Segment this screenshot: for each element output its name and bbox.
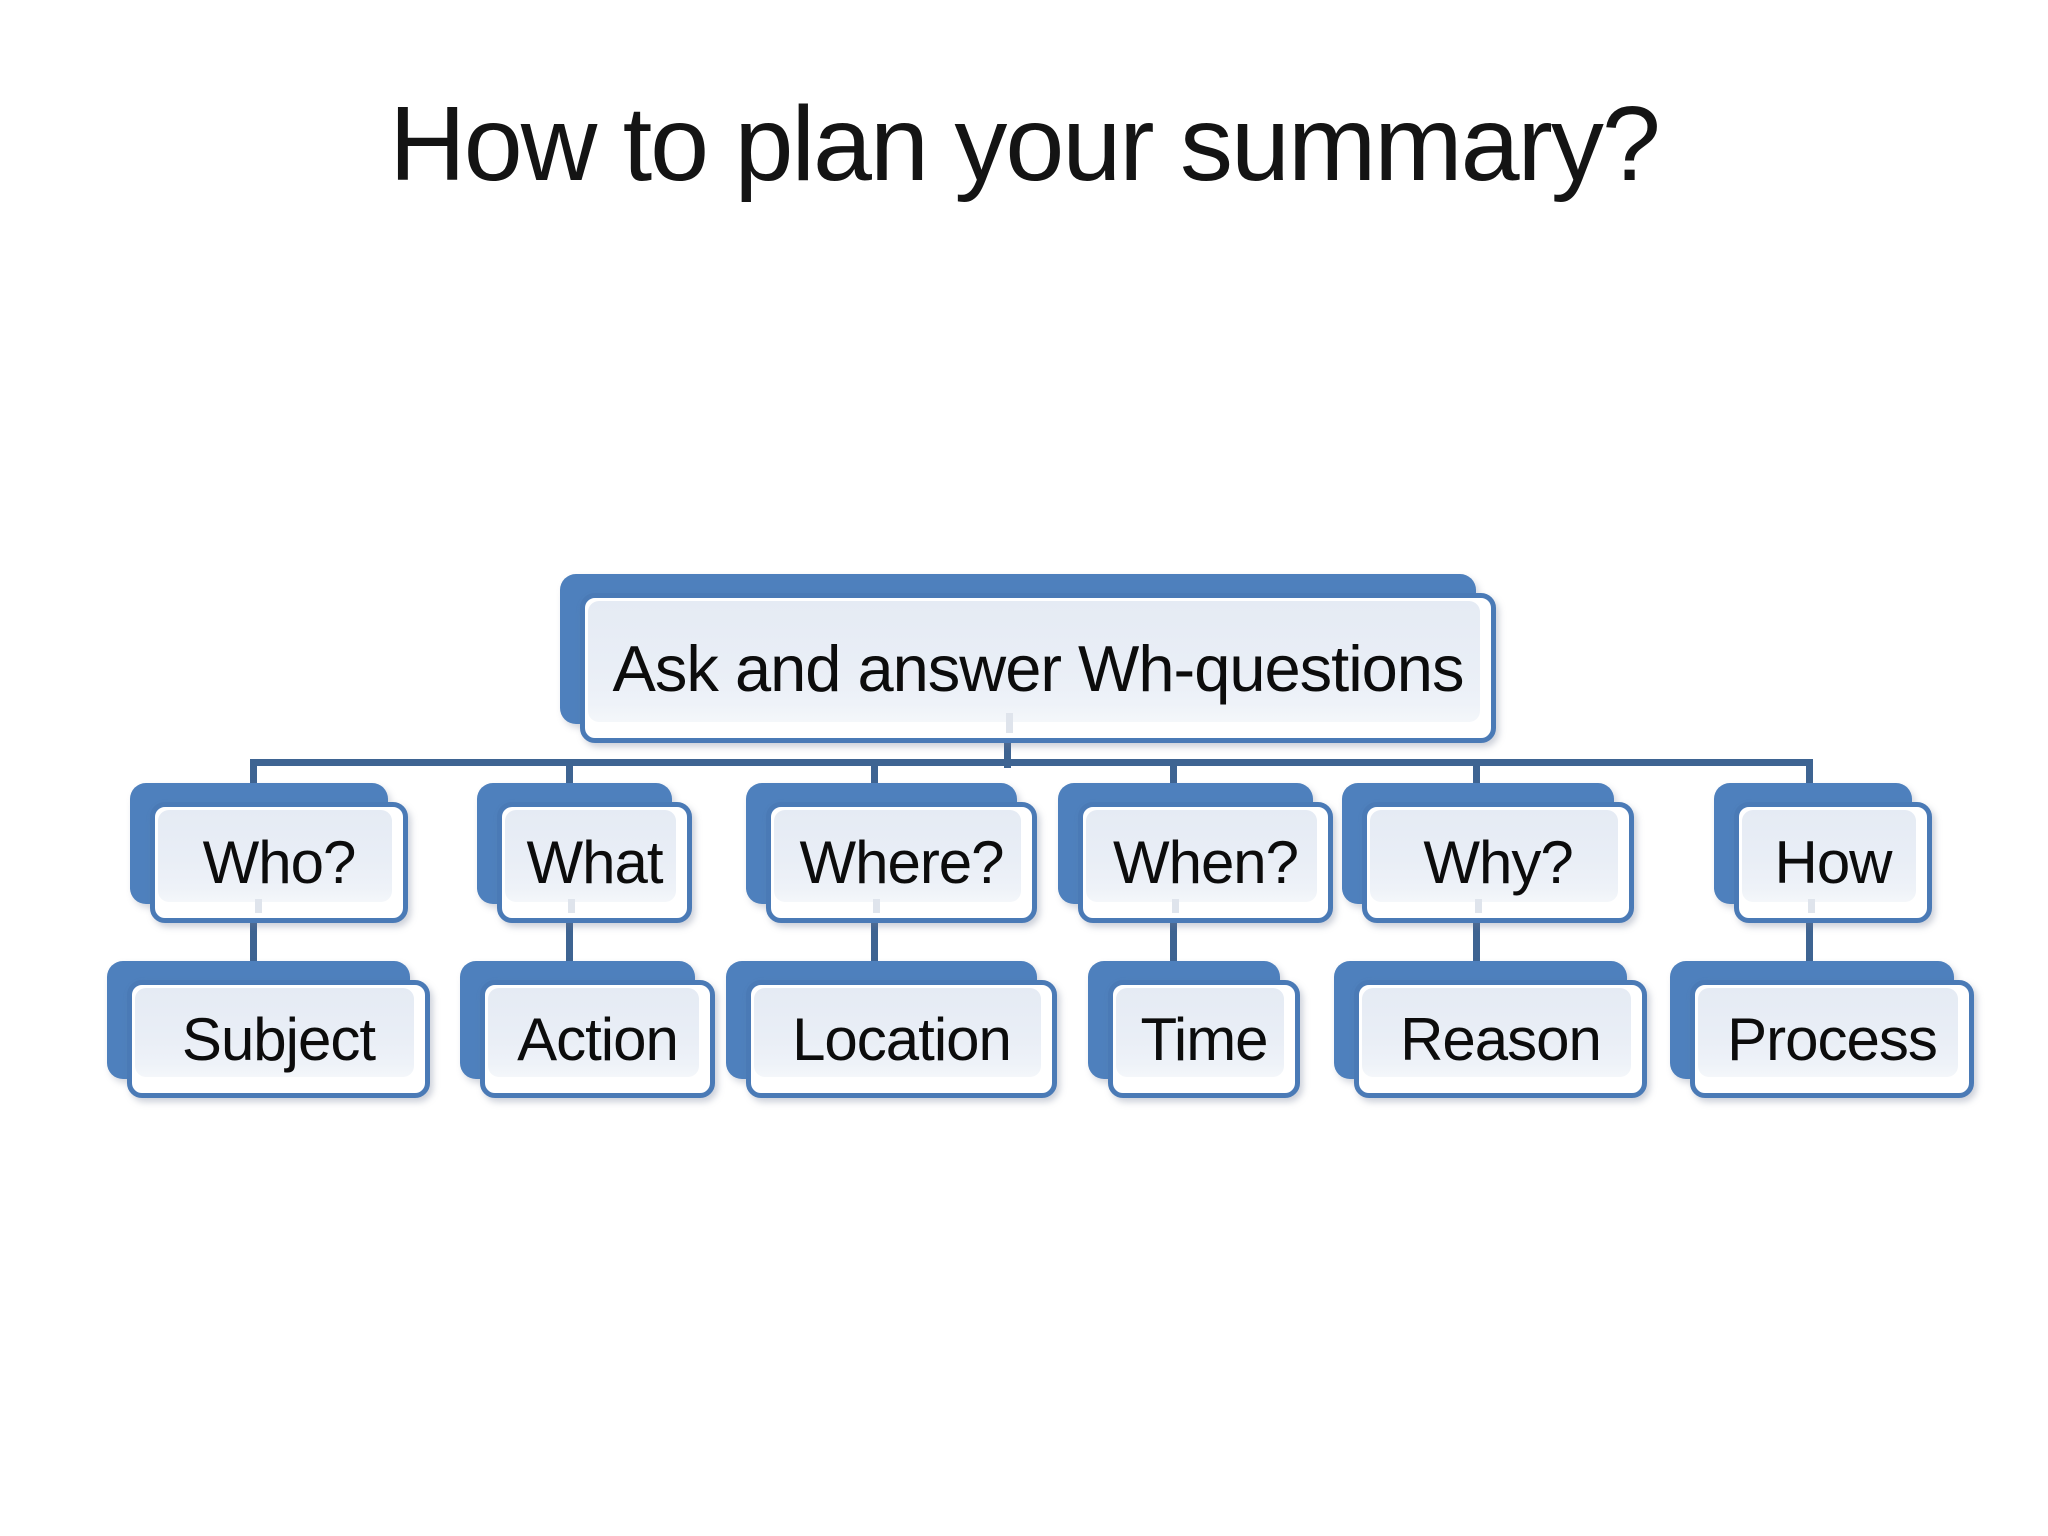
node-how: How [1714, 783, 1932, 923]
slide-title: How to plan your summary? [389, 85, 1661, 203]
node-face: What [497, 802, 692, 923]
node-label: Who? [202, 829, 357, 896]
connector-hint [1006, 713, 1013, 733]
connector-hint [1172, 899, 1179, 913]
node-fill [588, 601, 1480, 722]
node-face: Reason [1354, 980, 1647, 1098]
node-face: Ask and answer Wh-questions [580, 593, 1496, 743]
node-face: Subject [127, 980, 430, 1098]
node-who: Who? [130, 783, 408, 923]
node-root: Ask and answer Wh-questions [560, 574, 1496, 743]
node-label: How [1774, 829, 1892, 896]
node-label: Action [517, 1005, 679, 1073]
node-label: Where? [799, 829, 1004, 896]
connector-line [1170, 916, 1177, 986]
connector-hint [1808, 899, 1815, 913]
node-fill [1370, 810, 1618, 902]
node-label: Subject [181, 1005, 376, 1073]
node-face: Process [1690, 980, 1974, 1098]
node-fill [488, 988, 699, 1077]
connector-hint [1475, 899, 1482, 913]
node-when: When? [1058, 783, 1333, 923]
connector-line [871, 916, 878, 986]
node-fill [1698, 988, 1958, 1077]
node-label: Reason [1400, 1005, 1602, 1073]
node-fill [1742, 810, 1916, 902]
node-fill [754, 988, 1041, 1077]
node-why: Why? [1342, 783, 1634, 923]
node-fill [1116, 988, 1284, 1077]
node-what: What [477, 783, 692, 923]
node-label: Time [1140, 1005, 1268, 1073]
connector-line [1473, 916, 1480, 986]
node-label: Location [792, 1005, 1012, 1073]
node-process: Process [1670, 961, 1974, 1098]
connector-line [1806, 916, 1813, 986]
node-label: Process [1727, 1005, 1938, 1073]
connector-line [250, 759, 1813, 766]
node-fill [1362, 988, 1631, 1077]
connector-line [250, 916, 257, 986]
node-face: Action [480, 980, 715, 1098]
connector-hint [873, 899, 880, 913]
node-location: Location [726, 961, 1057, 1098]
node-action: Action [460, 961, 715, 1098]
connector-line [1004, 740, 1011, 768]
node-face: When? [1078, 802, 1333, 923]
node-fill [774, 810, 1021, 902]
node-label: Why? [1423, 829, 1573, 896]
node-where: Where? [746, 783, 1037, 923]
node-fill [505, 810, 676, 902]
node-fill [135, 988, 414, 1077]
connector-hint [568, 899, 575, 913]
node-subject: Subject [107, 961, 430, 1098]
node-fill [158, 810, 392, 902]
node-time: Time [1088, 961, 1300, 1098]
node-label: When? [1112, 829, 1299, 896]
node-face: Where? [766, 802, 1037, 923]
node-label: Ask and answer Wh-questions [612, 631, 1465, 705]
node-face: Location [746, 980, 1057, 1098]
node-face: Time [1108, 980, 1300, 1098]
node-face: Who? [150, 802, 408, 923]
connector-hint [255, 899, 262, 913]
node-face: How [1734, 802, 1932, 923]
connector-line [566, 916, 573, 986]
node-face: Why? [1362, 802, 1634, 923]
node-reason: Reason [1334, 961, 1647, 1098]
node-label: What [526, 829, 663, 896]
node-fill [1086, 810, 1317, 902]
